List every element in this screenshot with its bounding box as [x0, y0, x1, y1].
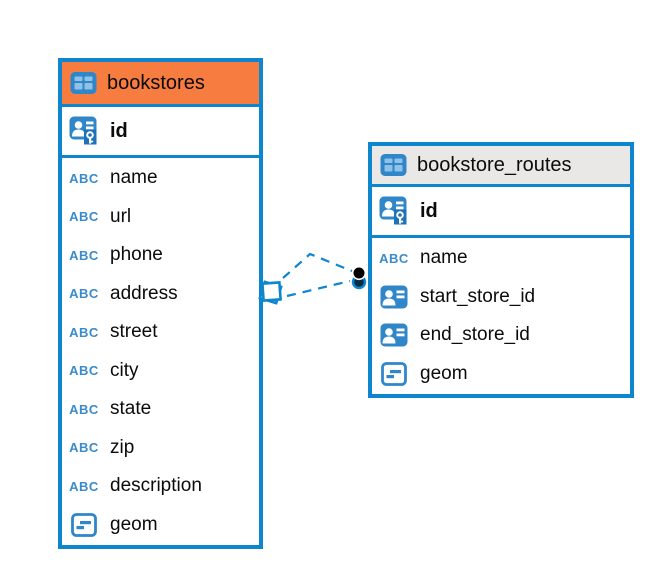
geometry-type-icon: [377, 361, 411, 386]
column-row-end_store_id[interactable]: end_store_id: [372, 316, 630, 355]
column-name: url: [110, 205, 132, 227]
relationship-line-upper[interactable]: [282, 252, 353, 279]
table-header-bookstores[interactable]: bookstores: [62, 62, 259, 104]
text-type-label: ABC: [69, 401, 99, 417]
text-type-label: ABC: [69, 170, 99, 186]
column-row-name[interactable]: ABC name: [62, 159, 259, 198]
column-name: state: [110, 398, 152, 420]
text-type-icon: ABC: [377, 251, 411, 266]
column-name: geom: [420, 362, 468, 384]
column-row-url[interactable]: ABC url: [62, 198, 259, 237]
reference-type-icon: [377, 323, 411, 347]
column-row-geom[interactable]: geom: [372, 355, 630, 394]
text-type-label: ABC: [69, 440, 99, 456]
text-type-icon: ABC: [67, 440, 101, 455]
text-type-label: ABC: [379, 250, 409, 266]
column-name: geom: [110, 513, 158, 535]
reference-type-icon: [377, 285, 411, 309]
primary-key-row[interactable]: id: [372, 184, 630, 238]
text-type-label: ABC: [69, 324, 99, 340]
relationship-connector[interactable]: [258, 252, 367, 305]
column-name: street: [110, 321, 158, 343]
column-name: description: [110, 475, 202, 497]
table-bookstore-routes[interactable]: bookstore_routes id ABC name start_store_i…: [368, 142, 634, 398]
text-type-icon: ABC: [67, 209, 101, 224]
text-type-icon: ABC: [67, 248, 101, 263]
table-icon: [380, 153, 407, 177]
column-row-description[interactable]: ABC description: [62, 467, 259, 506]
geometry-type-icon: [67, 512, 101, 537]
table-header-bookstore-routes[interactable]: bookstore_routes: [372, 146, 630, 184]
column-row-zip[interactable]: ABC zip: [62, 429, 259, 468]
relationship-line-lower[interactable]: [286, 279, 351, 298]
table-title: bookstores: [107, 71, 205, 94]
column-row-start_store_id[interactable]: start_store_id: [372, 278, 630, 317]
text-type-icon: ABC: [67, 325, 101, 340]
text-type-icon: ABC: [67, 402, 101, 417]
column-name: start_store_id: [420, 285, 536, 307]
column-row-state[interactable]: ABC state: [62, 390, 259, 429]
column-name: end_store_id: [420, 324, 530, 346]
text-type-label: ABC: [69, 209, 99, 225]
column-name: phone: [110, 244, 163, 266]
table-title: bookstore_routes: [417, 153, 572, 176]
column-row-city[interactable]: ABC city: [62, 352, 259, 391]
primary-key-icon: [67, 115, 101, 147]
column-row-phone[interactable]: ABC phone: [62, 236, 259, 275]
column-name: name: [110, 167, 158, 189]
text-type-icon: ABC: [67, 286, 101, 301]
relationship-source-marker[interactable]: [258, 280, 283, 305]
text-type-label: ABC: [69, 286, 99, 302]
text-type-icon: ABC: [67, 363, 101, 378]
column-name: zip: [110, 436, 135, 458]
column-row-street[interactable]: ABC street: [62, 313, 259, 352]
column-row-address[interactable]: ABC address: [62, 275, 259, 314]
text-type-label: ABC: [69, 363, 99, 379]
relationship-target-marker[interactable]: [351, 265, 367, 290]
column-name: name: [420, 247, 468, 269]
primary-key-icon: [377, 195, 411, 227]
column-row-geom[interactable]: geom: [62, 506, 259, 545]
primary-key-row[interactable]: id: [62, 104, 259, 158]
column-name: city: [110, 359, 139, 381]
text-type-icon: ABC: [67, 171, 101, 186]
primary-key-name: id: [110, 119, 128, 142]
text-type-label: ABC: [69, 478, 99, 494]
table-icon: [70, 71, 97, 95]
column-name: address: [110, 282, 178, 304]
column-row-name[interactable]: ABC name: [372, 239, 630, 278]
primary-key-name: id: [420, 199, 438, 222]
text-type-label: ABC: [69, 247, 99, 263]
text-type-icon: ABC: [67, 479, 101, 494]
